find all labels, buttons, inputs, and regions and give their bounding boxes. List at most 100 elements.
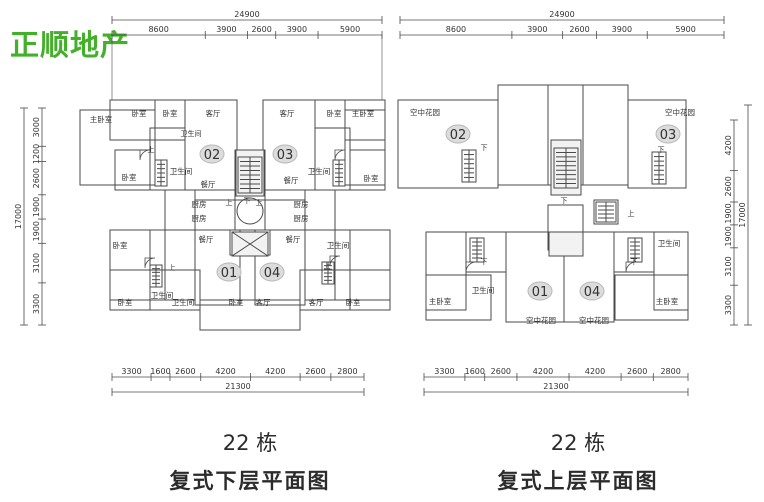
lower-room-label: 卧室 <box>118 297 133 307</box>
lower-top-dim-text: 2600 <box>251 25 271 34</box>
lower-room-label: 卫生间 <box>327 240 350 250</box>
lower-left-dim-text: 1900 <box>32 197 41 217</box>
lower-room-wall <box>344 109 386 186</box>
upper-right-dim-text: 1900 <box>724 226 733 246</box>
lower-top-dim-text: 3900 <box>216 25 236 34</box>
upper-right-dim-text: 3300 <box>724 295 733 315</box>
upper-top-total-text: 24900 <box>549 10 574 19</box>
lower-left-dim-text: 3300 <box>32 294 41 314</box>
upper-room-wall <box>497 84 549 186</box>
lower-room-label: 主卧室 <box>352 108 375 118</box>
lower-room-wall <box>304 229 351 301</box>
lower-bottom-total-text: 21300 <box>225 382 250 391</box>
upper-right-total-text: 17000 <box>738 202 747 227</box>
upper-room-label: 空中花园 <box>410 107 440 117</box>
upper-top-dim-text: 3900 <box>612 25 632 34</box>
upper-room-label: 主卧室 <box>429 296 452 306</box>
lower-room-wall <box>349 269 391 311</box>
lower-room-wall <box>299 269 351 311</box>
lower-room-wall <box>344 99 386 141</box>
lower-bottom-dim-text: 2800 <box>337 367 357 376</box>
lower-bottom-dim-text: 1600 <box>150 367 170 376</box>
lower-left-total-text: 17000 <box>14 204 23 229</box>
upper-right-dim-text: 4200 <box>724 135 733 155</box>
lower-stair-label: 上 <box>169 263 176 272</box>
lower-room-label: 厨房 <box>294 213 309 223</box>
lower-stair-label: 下 <box>244 197 251 205</box>
upper-stair-label: 下 <box>561 197 568 205</box>
upper-room-wall <box>627 99 687 189</box>
lower-room-label: 卧室 <box>122 172 137 182</box>
lower-unit-04: 04 <box>264 266 281 281</box>
lower-top-dim-text: 3900 <box>287 25 307 34</box>
upper-unit-04-badge <box>579 281 605 301</box>
lower-left-dim-text: 1900 <box>32 221 41 241</box>
lower-room-label: 卫生间 <box>151 290 174 300</box>
lower-room-label: 卧室 <box>113 240 128 250</box>
lower-room-wall <box>199 299 301 331</box>
upper-room-label: 主卧室 <box>656 296 679 306</box>
upper-stair-label: 上 <box>628 209 635 218</box>
upper-bottom-dim-text: 2600 <box>627 367 647 376</box>
lower-room-label: 主卧室 <box>90 114 113 124</box>
lower-room-label: 卧室 <box>327 108 342 118</box>
lower-room-wall <box>79 109 156 186</box>
lower-room-wall <box>349 149 386 191</box>
lower-stair-label: 上 <box>324 261 331 270</box>
lower-room-label: 卧室 <box>132 108 147 118</box>
upper-bottom-total-text: 21300 <box>543 382 568 391</box>
lower-left-dim-text: 2600 <box>32 168 41 188</box>
lower-room-label: 厨房 <box>192 213 207 223</box>
upper-unit-03-badge <box>655 124 681 144</box>
lower-room-label: 餐厅 <box>201 180 216 189</box>
upper-bottom-dim-text: 3300 <box>434 367 454 376</box>
upper-bottom-dim-text: 2800 <box>660 367 680 376</box>
upper-right-dim-text: 3100 <box>724 256 733 276</box>
lower-room-label: 卧室 <box>364 173 379 183</box>
lower-room-wall <box>304 189 336 231</box>
lower-room-label: 卫生间 <box>172 297 195 307</box>
lower-top-dim-text: 5900 <box>340 25 360 34</box>
upper-room-label: 空中花园 <box>665 107 695 117</box>
upper-bottom-dim-text: 2600 <box>491 367 511 376</box>
lower-building-number: 22 栋 <box>222 431 278 455</box>
upper-landing <box>593 199 619 225</box>
lower-top-dim-text: 8600 <box>148 25 168 34</box>
upper-top-dim-text: 2600 <box>569 25 589 34</box>
lower-room-label: 卧室 <box>163 108 178 118</box>
upper-unit-04: 04 <box>584 285 601 300</box>
upper-void <box>548 231 584 257</box>
lower-lobby-ring <box>236 197 264 225</box>
upper-right-dim-text: 2600 <box>724 176 733 196</box>
company-logo: 正顺地产 <box>10 28 131 62</box>
lower-bottom-dim-text: 3300 <box>121 367 141 376</box>
upper-bottom-dim-text: 4200 <box>533 367 553 376</box>
lower-room-label: 餐厅 <box>199 235 214 244</box>
lower-unit-02-badge <box>199 144 225 164</box>
lower-bottom-dim-text: 4200 <box>265 367 285 376</box>
lower-door <box>329 255 341 267</box>
lower-unit-01: 01 <box>221 266 238 281</box>
upper-room-label: 空中花园 <box>526 315 556 325</box>
lower-unit-04-badge <box>259 262 285 282</box>
lower-unit-02: 02 <box>204 148 221 163</box>
lower-elevator-x <box>231 231 269 257</box>
upper-unit-01: 01 <box>532 285 549 300</box>
upper-top-dim-text: 3900 <box>527 25 547 34</box>
lower-room-label: 卫生间 <box>170 166 193 176</box>
upper-room-label: 卫生间 <box>472 285 495 295</box>
upper-room-label: 空中花园 <box>579 315 609 325</box>
upper-bottom-dim-text: 4200 <box>585 367 605 376</box>
upper-room-wall <box>425 274 492 321</box>
upper-stair-label: 下 <box>631 258 638 266</box>
lower-room-label: 餐厅 <box>284 176 299 185</box>
lower-stair-label: 上 <box>256 198 263 207</box>
lower-room-wall <box>109 99 186 141</box>
lower-room-label: 卧室 <box>346 297 361 307</box>
lower-bottom-dim-text: 4200 <box>215 367 235 376</box>
lower-left-dim-text: 1200 <box>32 144 41 164</box>
lower-room-label: 客厅 <box>206 108 221 118</box>
lower-room-wall <box>114 149 151 191</box>
lower-room-wall <box>164 189 196 231</box>
upper-floor-title: 复式上层平面图 <box>497 469 659 493</box>
